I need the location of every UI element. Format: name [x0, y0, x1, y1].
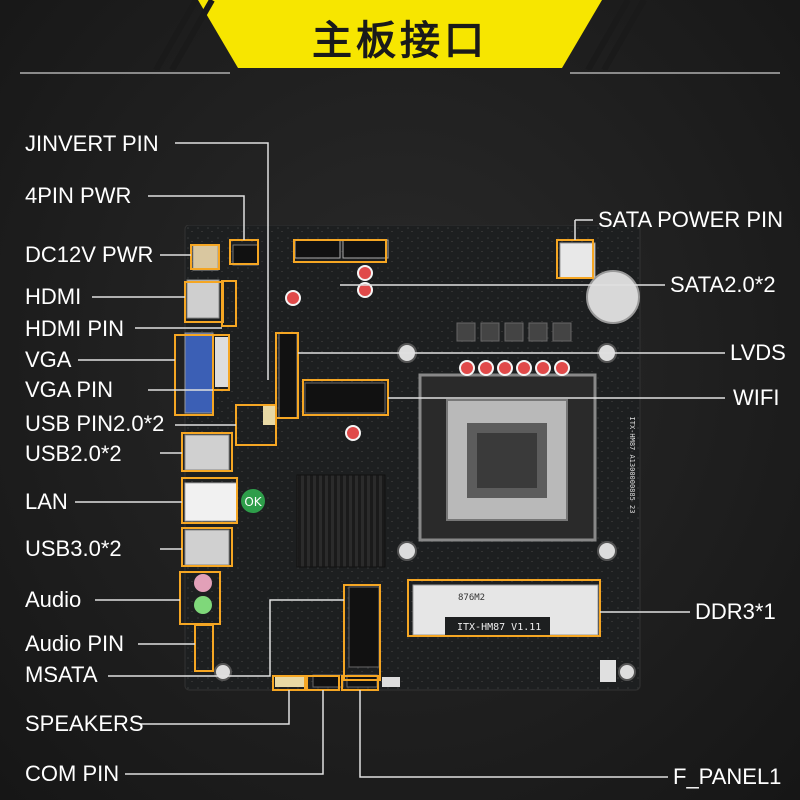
label-com-pin: COM PIN [25, 761, 120, 786]
label-audio-pin: Audio PIN [25, 631, 125, 656]
label-msata: MSATA [25, 662, 98, 687]
side-serial: ITX-HM87 A1300000885 23 [628, 417, 636, 514]
box-hdmi-pin [221, 280, 237, 327]
box-dc12v [190, 244, 220, 270]
box-4pin-pwr [229, 239, 259, 265]
box-ddr3 [407, 579, 601, 637]
box-vga [174, 334, 214, 416]
label-wifi: WIFI [733, 385, 780, 410]
box-com-pin [306, 675, 340, 691]
board-model-silkscreen: ITX-HM87 V1.11 [457, 622, 541, 633]
page-title: 主板接口 [312, 18, 488, 64]
box-sata [293, 239, 387, 263]
label-lan: LAN [25, 489, 68, 514]
label-sata-power-pin: SATA POWER PIN [598, 207, 783, 232]
label-ddr3: DDR3*1 [695, 599, 776, 624]
box-usb-pin [235, 404, 277, 446]
ddr-silkscreen: 876M2 [458, 593, 485, 603]
label-usb20: USB2.0*2 [25, 441, 122, 466]
box-speakers [272, 675, 306, 691]
box-msata [343, 584, 381, 681]
label-vga-pin: VGA PIN [25, 377, 114, 402]
box-usb30 [181, 527, 233, 567]
label-jinvert-pin: JINVERT PIN [25, 131, 159, 156]
header-rule-right [570, 72, 780, 74]
title-banner: 主板接口 [150, 0, 650, 70]
label-lvds: LVDS [730, 340, 786, 365]
box-wifi [302, 379, 389, 416]
header-rule-left [20, 72, 230, 74]
box-usb20 [181, 432, 233, 472]
ok-badge: OK [244, 495, 262, 509]
box-lan [181, 477, 238, 524]
label-usb-pin: USB PIN2.0*2 [25, 411, 165, 436]
label-usb30: USB3.0*2 [25, 536, 122, 561]
label-dc12v-pwr: DC12V PWR [25, 242, 154, 267]
box-audio [179, 571, 221, 625]
box-hdmi [184, 281, 224, 323]
box-f-panel [341, 675, 379, 691]
label-sata20: SATA2.0*2 [670, 272, 776, 297]
label-speakers: SPEAKERS [25, 711, 144, 736]
label-vga: VGA [25, 347, 72, 372]
label-4pin-pwr: 4PIN PWR [25, 183, 132, 208]
box-lvds [275, 332, 299, 419]
label-f-panel1: F_PANEL1 [673, 764, 782, 789]
box-vga-pin [212, 334, 230, 391]
label-hdmi: HDMI [25, 284, 82, 309]
box-audio-pin [194, 624, 214, 672]
box-sata-power [556, 239, 594, 279]
label-audio: Audio [25, 587, 82, 612]
label-hdmi-pin: HDMI PIN [25, 316, 124, 341]
banner-shape [153, 0, 647, 70]
